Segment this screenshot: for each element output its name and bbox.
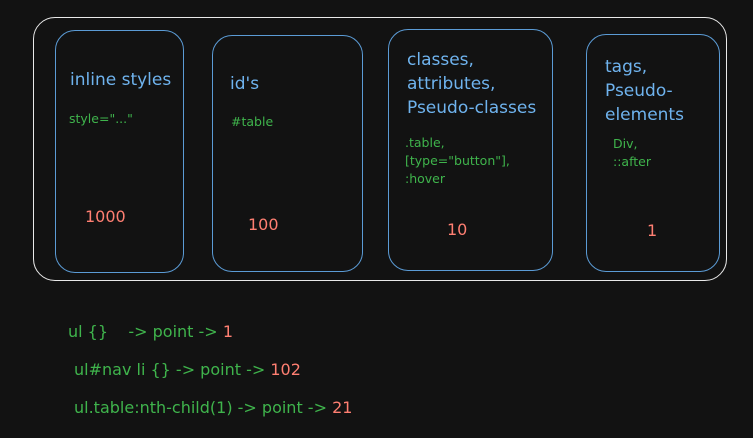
card-inline-styles-score: 1000 — [85, 207, 126, 226]
card-inline-styles-title: inline styles — [70, 70, 172, 90]
card-ids-score: 100 — [248, 215, 279, 234]
card-ids-title: id's — [230, 74, 260, 94]
card-classes-score: 10 — [447, 220, 468, 239]
card-inline-styles-example: style="..." — [69, 111, 133, 126]
card-tags — [586, 34, 720, 272]
card-classes-example: .table, [type="button"], :hover — [405, 135, 510, 186]
rule-line: ul.table:nth-child(1) -> point -> 21 — [74, 397, 352, 419]
specificity-frame — [33, 17, 727, 281]
card-inline-styles — [55, 30, 184, 273]
card-tags-example: Div, ::after — [613, 136, 651, 169]
rule-points: 1 — [222, 322, 233, 341]
card-classes — [388, 29, 553, 271]
rule-points: 102 — [270, 360, 301, 379]
rule-line: ul {} -> point -> 1 — [68, 321, 233, 343]
card-classes-title: classes, attributes, Pseudo-classes — [407, 50, 537, 118]
rule-line: ul#nav li {} -> point -> 102 — [74, 359, 301, 381]
card-tags-title: tags, Pseudo- elements — [605, 57, 684, 125]
rule-points: 21 — [332, 398, 353, 417]
card-ids-example: #table — [231, 114, 274, 129]
card-ids — [212, 35, 363, 272]
card-tags-score: 1 — [647, 221, 658, 240]
rule-selector: ul {} -> point -> — [68, 322, 218, 341]
rule-selector: ul#nav li {} -> point -> — [74, 360, 266, 379]
rule-selector: ul.table:nth-child(1) -> point -> — [74, 398, 327, 417]
